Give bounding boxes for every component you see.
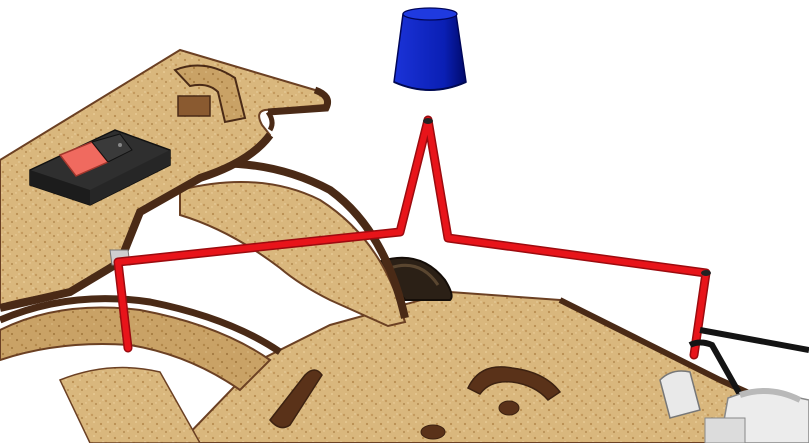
hole-cutout: [499, 401, 519, 415]
hole-cutout: [421, 425, 445, 439]
bracket-block: [178, 96, 210, 116]
blue-cone-cap: [394, 8, 466, 90]
